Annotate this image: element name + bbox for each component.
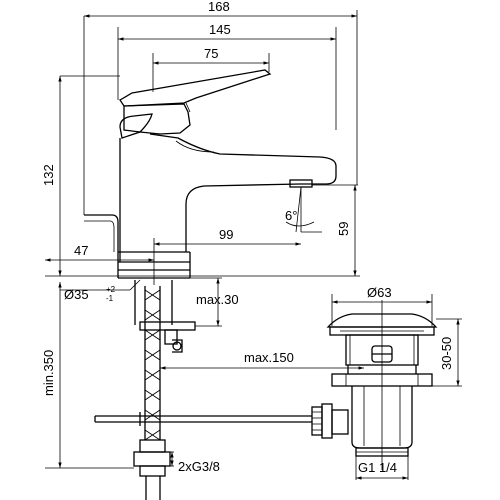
dimension-145-label: 145 (209, 22, 231, 37)
mounting-assembly (133, 280, 196, 500)
dimension-g114: G1 1/4 (355, 456, 409, 480)
dimension-max150-label: max.150 (244, 350, 294, 365)
dimension-diameter-35-label: Ø35 (64, 287, 89, 302)
dimension-47-label: 47 (74, 243, 88, 258)
dimension-connection: 2xG3/8 (170, 451, 220, 474)
dimension-g114-label: G1 1/4 (358, 460, 397, 475)
dimension-168-label: 168 (208, 0, 230, 14)
dimension-connection-label: 2xG3/8 (178, 459, 220, 474)
dimension-6deg: 6° (285, 186, 315, 233)
dimension-59-label: 59 (336, 222, 351, 236)
dimension-max30-label: max.30 (196, 292, 239, 307)
dimension-min350-label: min.350 (41, 350, 56, 396)
dimension-75-label: 75 (204, 46, 218, 61)
faucet-body (84, 69, 337, 285)
dimension-diameter-35-tol-dn: -1 (106, 294, 114, 303)
dimension-30-50: 30-50 (432, 318, 462, 387)
dimension-59: 59 (312, 184, 358, 276)
dimension-6deg-label: 6° (285, 208, 297, 223)
dimension-max30: max.30 (190, 277, 239, 327)
dimension-30-50-label: 30-50 (439, 337, 454, 370)
dimension-145: 145 (117, 22, 337, 130)
dimension-min350: min.350 (41, 282, 134, 469)
dimension-99-label: 99 (219, 227, 233, 242)
dimension-99: 99 (154, 227, 322, 246)
dimension-diameter-63-label: Ø63 (367, 285, 392, 300)
dimension-diameter-35-tol-up: +2 (106, 285, 116, 294)
dimension-75: 75 (152, 46, 270, 92)
dimension-diameter-35: Ø35 +2 -1 (60, 279, 141, 303)
dimension-132: 132 (41, 75, 120, 276)
pop-up-waste (326, 300, 438, 470)
dimension-132-label: 132 (41, 164, 56, 186)
dimension-diameter-63: Ø63 (331, 285, 433, 326)
pop-up-rod (94, 403, 349, 439)
dimension-47: 47 (45, 243, 154, 262)
dimension-max150: max.150 (160, 350, 364, 370)
dimension-168: 168 (83, 0, 358, 215)
